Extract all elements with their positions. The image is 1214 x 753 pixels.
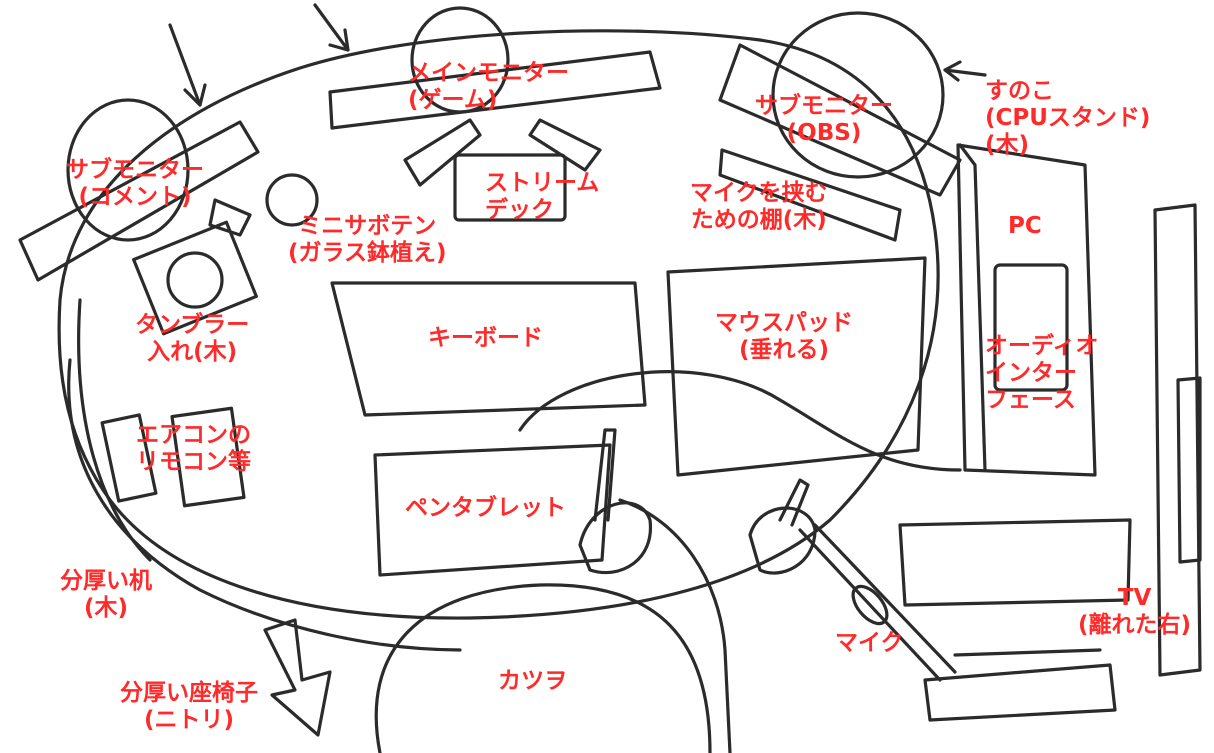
label-line: ミニサボテン xyxy=(298,213,437,239)
audio-interface xyxy=(993,263,1069,392)
aircon-remote-2 xyxy=(170,406,246,508)
label-pc: PC xyxy=(1008,213,1042,240)
label-line: デック xyxy=(485,197,554,223)
tumbler xyxy=(166,251,224,309)
arrow-2 xyxy=(313,3,350,52)
mouse-pad-drape xyxy=(518,370,962,472)
tumbler-holder xyxy=(132,220,258,336)
arrow-1-head xyxy=(183,83,207,107)
pen xyxy=(593,428,617,522)
label-line: ストリーム xyxy=(485,170,600,196)
label-line: (ニトリ) xyxy=(143,707,235,733)
label-mic-shelf: マイクを挟む ための棚(木) xyxy=(690,180,828,234)
label-mic: マイク xyxy=(835,630,904,657)
desk-outline xyxy=(57,29,940,620)
label-line: (コメント) xyxy=(78,184,192,210)
stream-deck xyxy=(453,153,567,222)
label-keyboard: キーボード xyxy=(428,325,543,352)
sub-monitor-obs-circle xyxy=(771,11,945,179)
mic-stand xyxy=(923,648,1117,722)
main-monitor-circle xyxy=(410,6,510,114)
desk-edge-2 xyxy=(77,298,152,562)
mini-cactus xyxy=(265,173,319,227)
pc-stand-side xyxy=(958,143,987,472)
label-line: メインモニター xyxy=(408,60,569,86)
mic-arm xyxy=(798,523,957,682)
label-line: リモコン等 xyxy=(136,449,251,475)
label-line: マイクを挟む xyxy=(690,180,828,206)
label-line: マイク xyxy=(835,630,904,656)
sunoko-arrow xyxy=(943,60,987,82)
label-thick-desk: 分厚い机 (木) xyxy=(60,568,152,622)
label-line: (ゲーム) xyxy=(408,87,498,113)
mic-pen xyxy=(778,478,810,527)
label-line: オーディオ xyxy=(985,333,1099,359)
mic-shelf xyxy=(718,148,902,242)
label-line: タンブラー xyxy=(135,312,250,338)
sub-monitor-obs xyxy=(718,43,962,197)
keyboard xyxy=(330,281,647,417)
label-sub-monitor-comment: サブモニター (コメント) xyxy=(66,157,204,211)
label-line: (木) xyxy=(83,595,129,621)
tv xyxy=(1153,203,1202,677)
label-pen-tablet: ペンタブレット xyxy=(405,495,566,522)
label-line: (CPUスタンド) xyxy=(985,105,1151,131)
chair-arrow xyxy=(263,618,332,737)
desk-edge xyxy=(67,358,462,652)
label-line: 分厚い座椅子 xyxy=(120,680,258,706)
label-line: TV xyxy=(1117,585,1152,611)
mic xyxy=(851,584,889,626)
tv-screen xyxy=(1176,376,1202,564)
tv-table xyxy=(898,518,1132,607)
sub-monitor-comment-stand xyxy=(208,198,252,237)
mouse-pad xyxy=(666,256,927,477)
label-katsuwo: カツヲ xyxy=(498,668,567,695)
label-line: (木) xyxy=(985,132,1030,158)
label-audio-interface: オーディオ インター フェース xyxy=(985,333,1098,414)
label-line: すのこ xyxy=(985,78,1054,104)
label-mini-cactus: ミニサボテン (ガラス鉢植え) xyxy=(288,213,447,267)
label-tumbler-holder: タンブラー 入れ(木) xyxy=(135,312,249,366)
label-line: ための棚(木) xyxy=(690,207,827,233)
sub-monitor-comment-circle xyxy=(66,98,190,242)
arrow-2-head xyxy=(328,28,350,52)
label-line: インター xyxy=(985,360,1077,386)
pc-stand xyxy=(956,143,1097,477)
label-line: マウスパッド xyxy=(715,310,853,336)
label-aircon-remote: エアコンの リモコン等 xyxy=(136,422,251,476)
label-line: フェース xyxy=(985,387,1076,413)
label-line: 入れ(木) xyxy=(147,339,238,365)
label-line: カツヲ xyxy=(498,668,567,694)
armrest-right xyxy=(748,506,817,575)
main-monitor xyxy=(328,50,662,130)
sub-monitor-comment xyxy=(18,120,260,282)
pen-tablet xyxy=(373,443,612,577)
label-line: エアコンの xyxy=(136,422,251,448)
chair-back xyxy=(618,498,732,753)
label-line: キーボード xyxy=(428,325,543,351)
aircon-remote-1 xyxy=(100,413,158,503)
label-sub-monitor-obs: サブモニター (OBS) xyxy=(755,93,893,147)
label-line: ペンタブレット xyxy=(405,495,566,521)
label-main-monitor: メインモニター (ゲーム) xyxy=(408,60,569,114)
label-sunoko: すのこ (CPUスタンド) (木) xyxy=(985,78,1150,159)
label-line: サブモニター xyxy=(66,157,204,183)
label-line: (離れた右) xyxy=(1078,612,1192,638)
main-monitor-stand xyxy=(403,118,602,187)
label-tv: TV (離れた右) xyxy=(1078,585,1191,639)
label-line: (OBS) xyxy=(786,120,862,146)
label-mouse-pad: マウスパッド (垂れる) xyxy=(715,310,853,364)
label-line: サブモニター xyxy=(755,93,893,119)
label-line: (ガラス鉢植え) xyxy=(288,240,447,266)
label-stream-deck: ストリーム デック xyxy=(485,170,599,224)
label-line: (垂れる) xyxy=(738,337,830,363)
arrow-1 xyxy=(168,23,202,107)
armrest-left xyxy=(578,501,653,575)
label-thick-chair: 分厚い座椅子 (ニトリ) xyxy=(120,680,258,734)
label-line: PC xyxy=(1008,213,1042,239)
chair xyxy=(374,583,712,753)
label-line: 分厚い机 xyxy=(60,568,152,594)
